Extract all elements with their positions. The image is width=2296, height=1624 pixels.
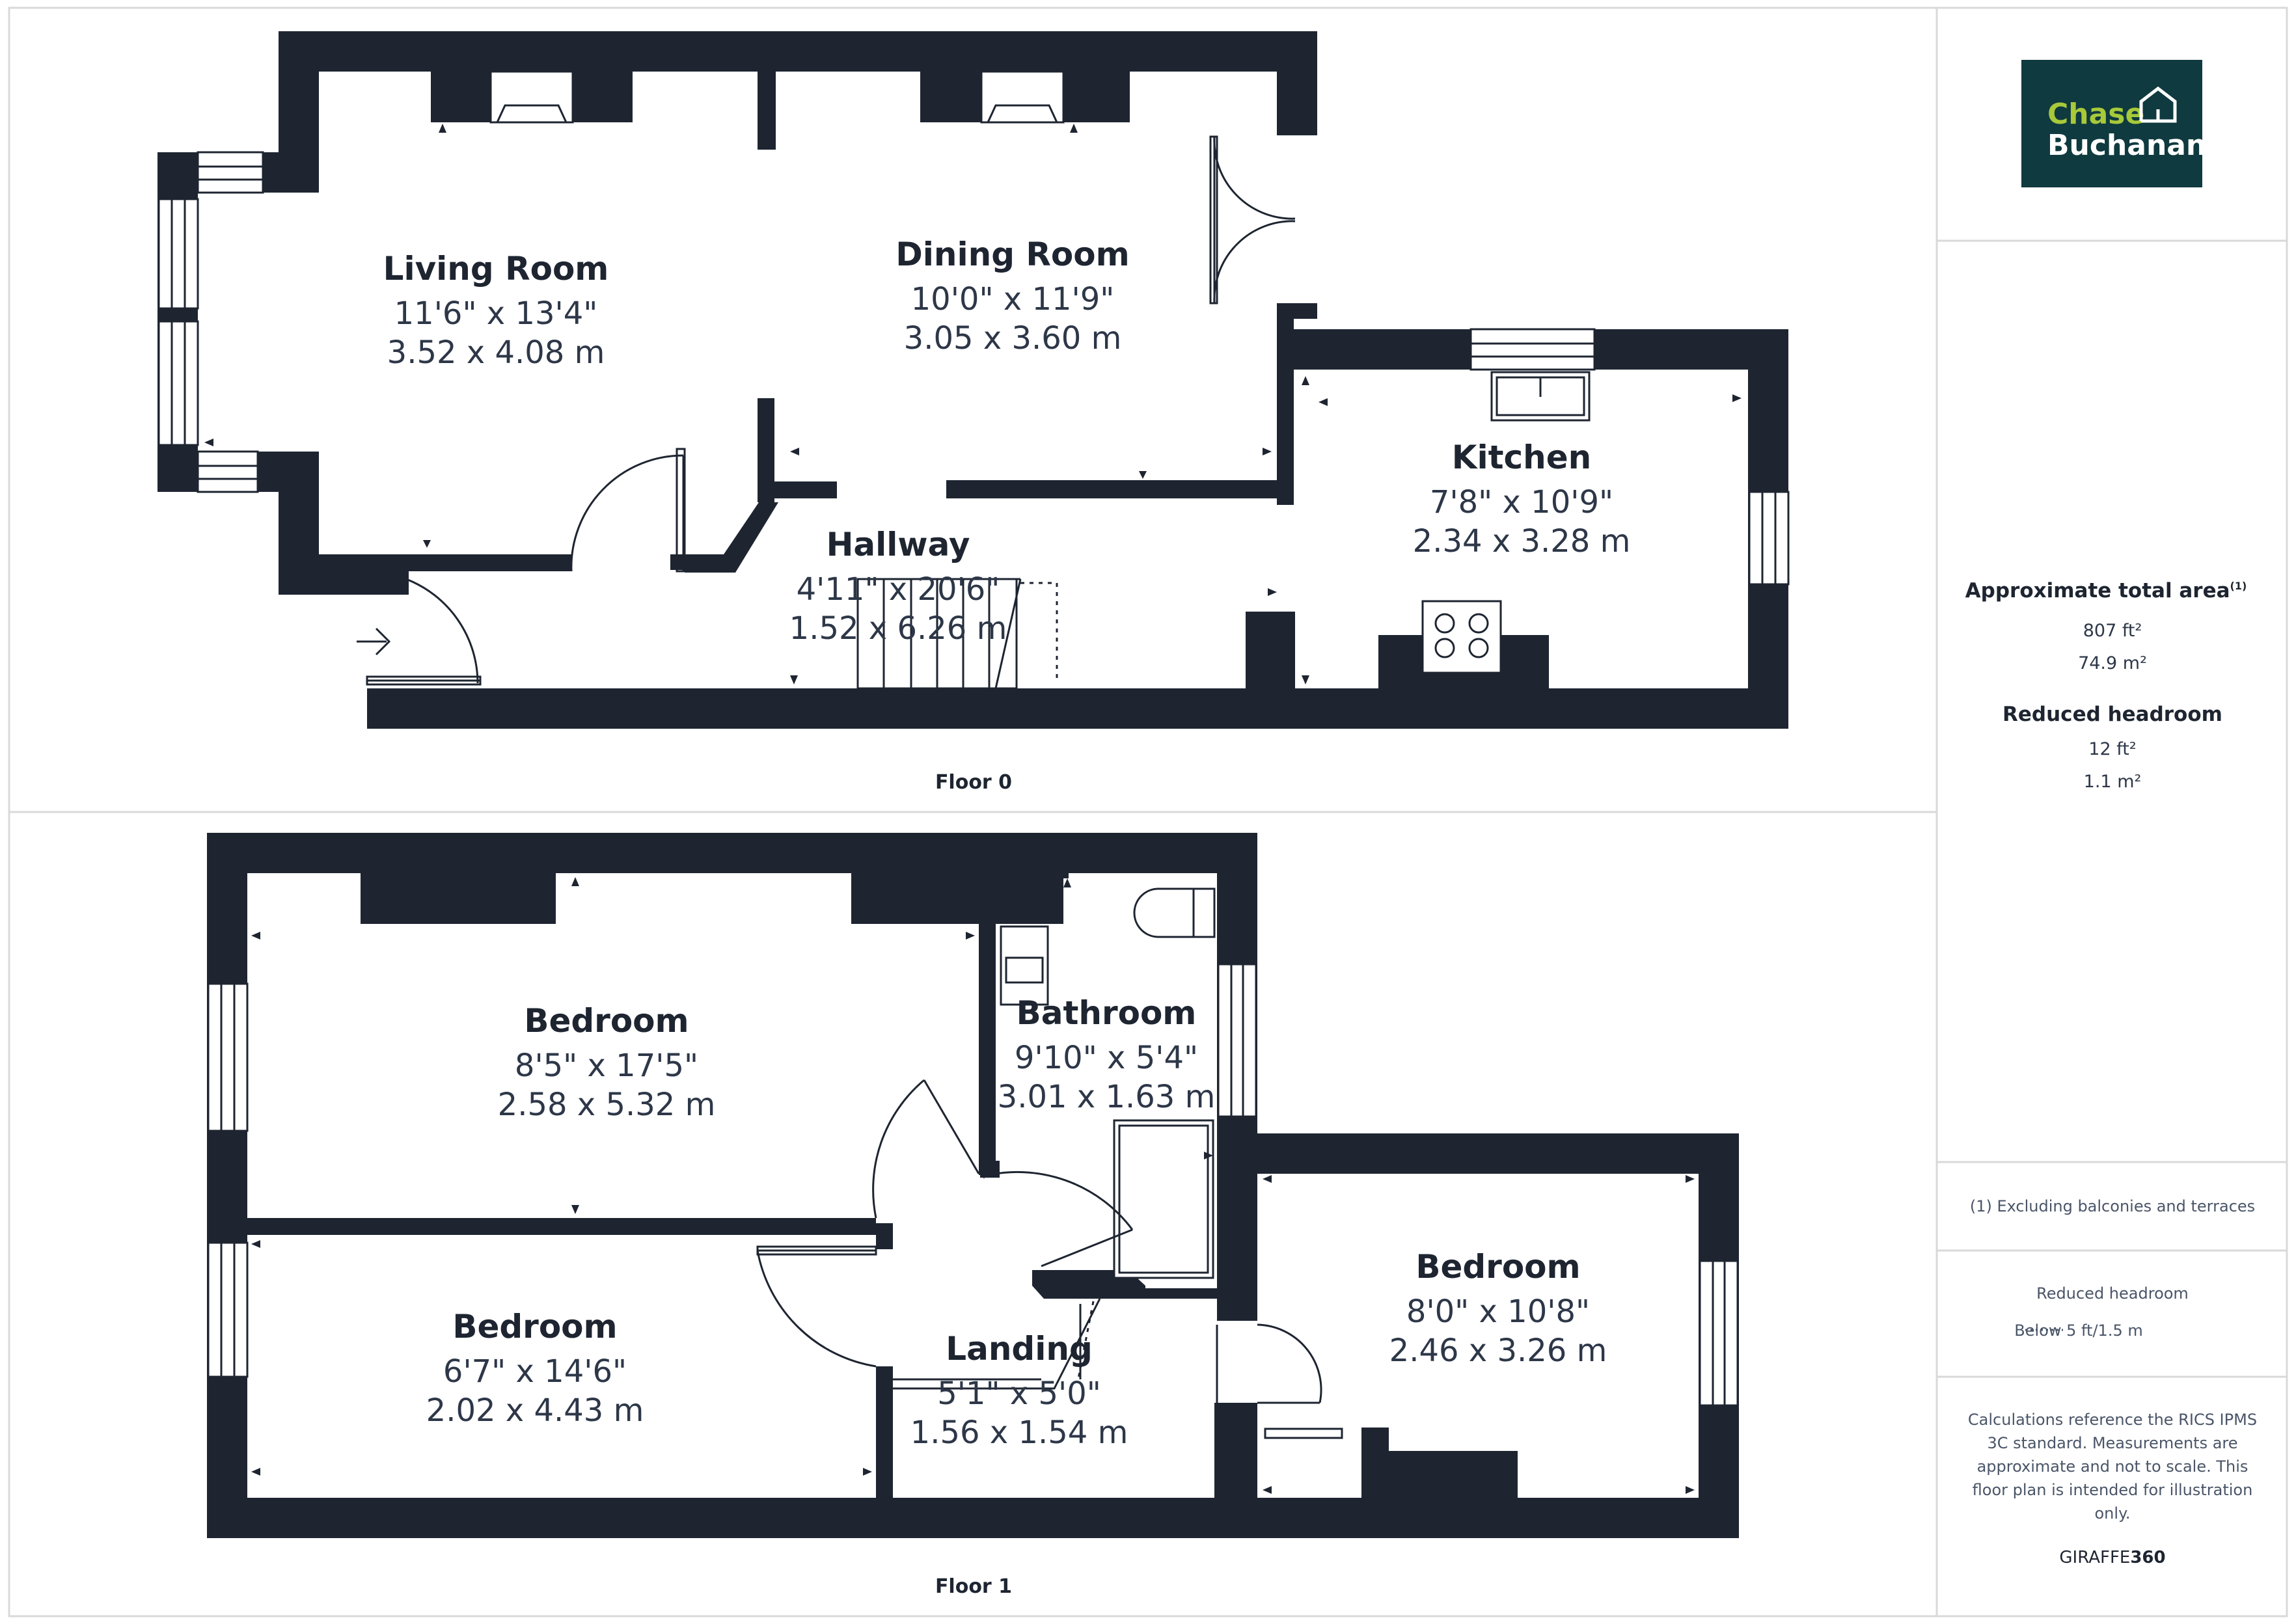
room-name: Bathroom bbox=[1017, 994, 1197, 1032]
disclaimer: Calculations reference the RICS IPMS 3C … bbox=[1968, 1411, 2257, 1522]
floor-1-room-labels: Bedroom 8'5" x 17'5" 2.58 x 5.32 m Bathr… bbox=[426, 994, 1607, 1451]
disclaimer-line: only. bbox=[2095, 1504, 2131, 1522]
house-icon bbox=[2139, 86, 2177, 123]
logo-text-buchanan: Buchanan bbox=[2047, 129, 2206, 162]
headroom-legend: Reduced headroom Below 5 ft/1.5 m bbox=[2014, 1284, 2189, 1340]
floor-0-room-labels: Living Room 11'6" x 13'4" 3.52 x 4.08 m … bbox=[383, 236, 1631, 647]
giraffe360-brand: GIRAFFE360 bbox=[2059, 1548, 2165, 1567]
room-dimensions-metric: 2.58 x 5.32 m bbox=[498, 1087, 716, 1123]
room-dimensions-metric: 2.34 x 3.28 m bbox=[1413, 523, 1631, 560]
floor-0-plan: Living Room 11'6" x 13'4" 3.52 x 4.08 m … bbox=[157, 31, 1790, 794]
legend-title: Reduced headroom bbox=[2036, 1284, 2189, 1303]
exclusion-note: (1) Excluding balconies and terraces bbox=[1970, 1197, 2255, 1215]
floor-1-dimension-markers bbox=[251, 877, 1695, 1494]
floor-0-stairs bbox=[856, 578, 1022, 690]
room-dimensions-metric: 3.05 x 3.60 m bbox=[904, 320, 1122, 357]
room-dimensions-imperial: 8'0" x 10'8" bbox=[1406, 1293, 1590, 1330]
floor-1-fixtures bbox=[1000, 887, 1216, 1279]
room-name: Dining Room bbox=[895, 236, 1129, 273]
room-name: Hallway bbox=[827, 526, 970, 563]
disclaimer-line: approximate and not to scale. This bbox=[1977, 1457, 2248, 1476]
floor-label: Floor 0 bbox=[935, 771, 1012, 794]
reduced-headroom-m2: 1.1 m² bbox=[2084, 772, 2142, 792]
entrance-arrow-icon bbox=[357, 627, 391, 656]
floor-label: Floor 1 bbox=[935, 1575, 1012, 1598]
room-dimensions-metric: 1.52 x 6.26 m bbox=[789, 610, 1007, 647]
reduced-headroom-title: Reduced headroom bbox=[2002, 703, 2222, 726]
logo-text-chase: Chase bbox=[2047, 98, 2144, 131]
room-dimensions-metric: 2.02 x 4.43 m bbox=[426, 1392, 644, 1429]
floor-0-fixtures bbox=[489, 70, 1591, 674]
page-frame bbox=[8, 7, 2288, 1617]
floor-1-walls bbox=[207, 833, 1739, 1538]
room-name: Living Room bbox=[383, 250, 609, 288]
area-summary: Approximate total area(1) 807 ft² 74.9 m… bbox=[1965, 579, 2247, 792]
room-name: Bedroom bbox=[1415, 1248, 1580, 1286]
floor-0-doors bbox=[366, 135, 1296, 686]
floor-0-windows bbox=[157, 151, 1790, 586]
reduced-headroom-outline-floor-0 bbox=[1020, 582, 1058, 681]
room-name: Landing bbox=[946, 1330, 1093, 1368]
room-dimensions-metric: 1.56 x 1.54 m bbox=[910, 1414, 1128, 1451]
room-dimensions-imperial: 9'10" x 5'4" bbox=[1015, 1040, 1198, 1076]
reduced-headroom-ft2: 12 ft² bbox=[2088, 739, 2136, 759]
room-dimensions-imperial: 5'1" x 5'0" bbox=[937, 1375, 1101, 1412]
room-dimensions-metric: 3.52 x 4.08 m bbox=[387, 334, 605, 371]
room-dimensions-imperial: 8'5" x 17'5" bbox=[515, 1048, 698, 1084]
room-name: Kitchen bbox=[1452, 439, 1592, 476]
area-title: Approximate total area(1) bbox=[1965, 579, 2247, 602]
floor-1-doors bbox=[756, 1079, 1343, 1439]
area-m2: 74.9 m² bbox=[2078, 653, 2147, 673]
brand-logo: Chase Buchanan bbox=[2021, 60, 2206, 187]
room-dimensions-imperial: 4'11" x 20'6" bbox=[797, 571, 1000, 608]
room-name: Bedroom bbox=[452, 1308, 617, 1346]
room-dimensions-imperial: 11'6" x 13'4" bbox=[394, 295, 598, 332]
area-ft2: 807 ft² bbox=[2083, 621, 2142, 641]
room-name: Bedroom bbox=[524, 1002, 689, 1040]
disclaimer-line: Calculations reference the RICS IPMS bbox=[1968, 1411, 2257, 1429]
floor-0-dimension-markers bbox=[204, 124, 1742, 684]
room-dimensions-imperial: 6'7" x 14'6" bbox=[443, 1353, 627, 1390]
legend-item: Below 5 ft/1.5 m bbox=[2014, 1321, 2142, 1340]
disclaimer-line: 3C standard. Measurements are bbox=[1987, 1434, 2237, 1452]
disclaimer-line: floor plan is intended for illustration bbox=[1973, 1481, 2253, 1499]
floor-1-plan: Bedroom 8'5" x 17'5" 2.58 x 5.32 m Bathr… bbox=[207, 833, 1739, 1598]
floor-0-walls bbox=[157, 31, 1788, 729]
room-dimensions-metric: 3.01 x 1.63 m bbox=[998, 1079, 1216, 1115]
room-dimensions-imperial: 10'0" x 11'9" bbox=[911, 281, 1115, 318]
room-dimensions-imperial: 7'8" x 10'9" bbox=[1430, 484, 1613, 521]
floor-1-windows bbox=[207, 963, 1739, 1407]
room-dimensions-metric: 2.46 x 3.26 m bbox=[1389, 1333, 1607, 1369]
